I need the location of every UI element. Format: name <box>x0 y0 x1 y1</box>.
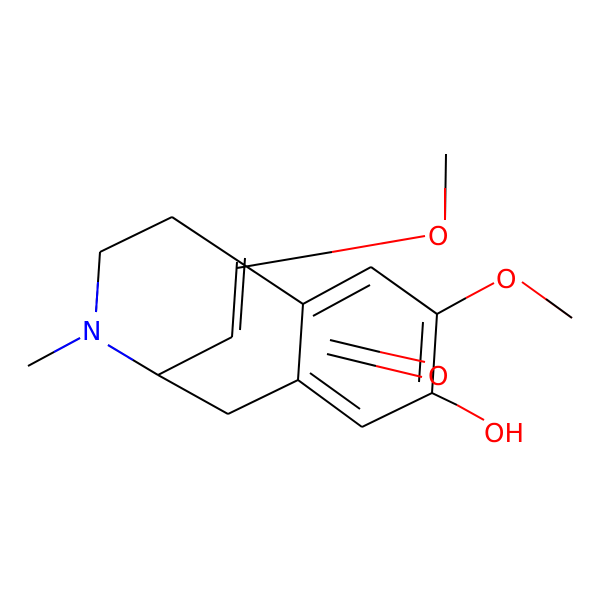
bond-arom-1-inner <box>312 284 371 317</box>
bond-ome-me-black <box>545 298 573 319</box>
bond-arom-1 <box>302 266 372 305</box>
atom-oxygen-methoxy-top: O <box>428 222 448 252</box>
atom-oxygen-methoxy-right: O <box>496 265 516 295</box>
atom-nitrogen: N <box>82 317 101 347</box>
bond-n-methyl-blue <box>53 337 81 353</box>
bond-group <box>27 153 573 428</box>
bond-ring-ch2 <box>99 216 173 253</box>
bond-ch2-bridgehead <box>171 216 304 305</box>
bond-arom-5-inner <box>309 372 361 410</box>
atom-oxygen-carbonyl: O <box>428 362 448 392</box>
bond-carbonyl2-black <box>326 353 377 367</box>
bond-n-ch-blue <box>107 344 134 361</box>
bond-carbonyl-red <box>379 351 426 363</box>
atom-hydroxyl: OH <box>484 419 524 449</box>
bond-arom-6 <box>297 303 304 381</box>
bond-vinyl-omet <box>331 235 426 253</box>
bond-vinyl-b <box>239 257 246 331</box>
bond-oh-red <box>456 404 485 421</box>
bond-arom-5 <box>297 379 363 428</box>
bond-arom-3-inner <box>418 321 424 383</box>
bond-arom-4 <box>361 392 433 428</box>
bond-arom-oh <box>431 392 458 406</box>
bond-ch2-arom <box>227 379 299 415</box>
bond-ch-bridge <box>157 336 233 376</box>
bond-vinyl-a <box>231 261 238 338</box>
bond-arom-3 <box>431 313 438 394</box>
bond-n-ring-blue <box>95 281 99 313</box>
bond-arom-ome <box>436 297 467 315</box>
bond-vinyl-o <box>236 251 333 269</box>
bond-arom-2 <box>370 266 438 315</box>
bond-ch-ch2 <box>157 374 229 415</box>
bond-carbonyl2-red <box>375 365 423 378</box>
bond-carbonyl-black <box>329 339 381 353</box>
bond-ome-o <box>465 282 495 299</box>
